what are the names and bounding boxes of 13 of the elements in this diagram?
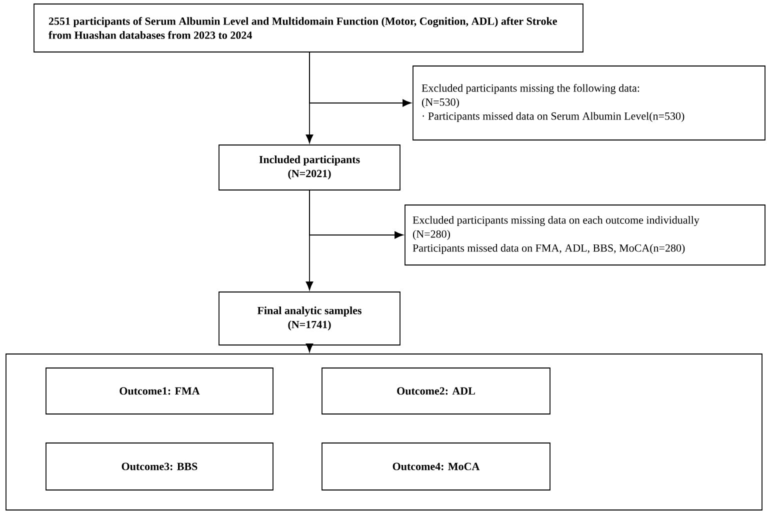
arrow (306, 344, 314, 352)
group-box (6, 354, 762, 510)
outcome-box: Outcome1: FMA (46, 368, 274, 414)
arrow (309, 52, 412, 107)
exclusion-box: Excluded participants missing data on each outcome individually (N=280) Participants missed data on FMA, ADL, BBS, MoCA(n=280) (404, 204, 766, 266)
outcome-box: Outcome2: ADL (322, 368, 550, 414)
outcome-box: Outcome3: BBS (46, 442, 274, 490)
arrow (309, 190, 404, 239)
exclusion-box: Excluded participants missing the following data: (N=530) · Participants missed data on Serum Albumin Level(n=530) (412, 66, 766, 140)
process-box: Final analytic samples (N=1741) (218, 292, 400, 346)
source-box: 2551 participants of Serum Albumin Level and Multidomain Function (Motor, Cognition, ADL) after Stroke from Huashan databases from 2023 to 2024 (34, 4, 584, 52)
process-box: Included participants (N=2021) (218, 144, 400, 190)
outcome-box: Outcome4: MoCA (322, 442, 550, 490)
